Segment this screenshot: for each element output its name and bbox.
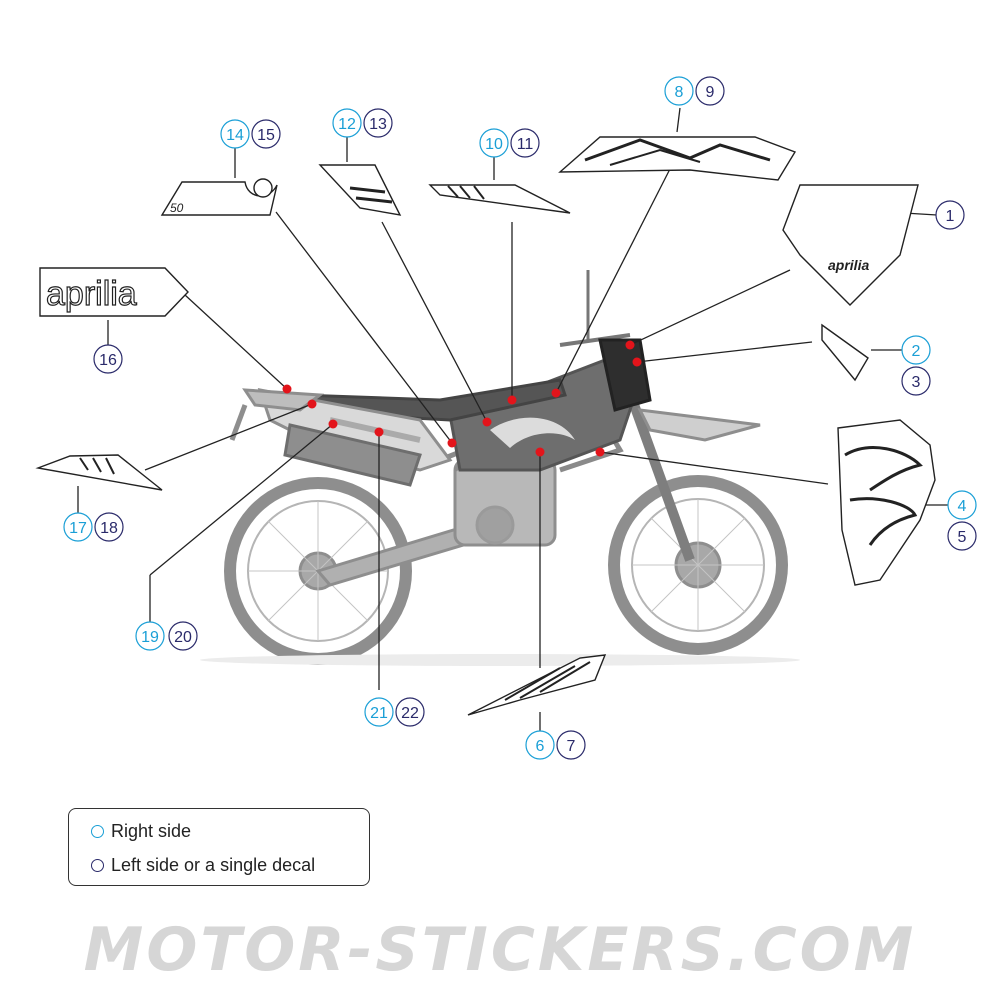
left-side-circle-icon [91, 859, 104, 872]
legend-right-label: Right side [111, 821, 192, 841]
callout-8-9: 8 9 [664, 76, 725, 106]
callout-3-left: 3 [912, 374, 921, 391]
callout-15-left: 15 [257, 127, 275, 144]
callout-21-22: 21 22 [364, 697, 425, 727]
brand-logo-text: aprilia [46, 275, 137, 313]
callout-11-left: 11 [517, 136, 534, 153]
rear-fender [242, 388, 325, 412]
decal-brand-logo: aprilia [39, 267, 189, 317]
marker-4 [595, 447, 605, 457]
side-plate-text: 50 [170, 201, 184, 215]
callout-19-right: 19 [141, 629, 159, 646]
front-plate-text: aprilia [828, 257, 869, 273]
legend-left-label: Left side or a single decal [111, 855, 316, 875]
headlight [598, 338, 652, 412]
marker-12 [482, 417, 492, 427]
decal-panel-stripe [318, 164, 402, 216]
marker-2 [632, 357, 642, 367]
watermark: MOTOR-STICKERS.COM [83, 915, 917, 985]
callout-22-left: 22 [401, 705, 419, 722]
callout-12-13: 12 13 [332, 108, 393, 138]
front-fender [637, 408, 761, 442]
legend-row-right: Right side [91, 821, 191, 842]
callout-5-left: 5 [958, 529, 967, 546]
callout-13-left: 13 [369, 116, 387, 133]
front-wheel [608, 475, 788, 655]
marker-1 [625, 340, 635, 350]
callout-9-left: 9 [706, 84, 715, 101]
callout-6-7: 6 7 [525, 730, 586, 760]
callout-12-right: 12 [338, 116, 356, 133]
callout-20-left: 20 [174, 629, 192, 646]
decal-headlight-triangle [821, 323, 869, 382]
legend-row-left: Left side or a single decal [91, 855, 315, 876]
callout-21-right: 21 [370, 705, 388, 722]
callout-1-left: 1 [946, 208, 955, 225]
callouts: 1 2 3 4 5 6 7 8 9 [63, 76, 977, 760]
callout-7-left: 7 [567, 738, 576, 755]
leader-lines [77, 107, 948, 734]
decal-front-plate: aprilia [782, 184, 919, 306]
callout-4-right: 4 [958, 498, 967, 515]
decal-tail-stripe [35, 454, 163, 491]
decal-tank-top [558, 136, 797, 181]
callout-16: 16 [93, 344, 123, 374]
callout-6-right: 6 [536, 738, 545, 755]
callout-10-11: 10 11 [479, 128, 540, 158]
marker-16 [282, 384, 292, 394]
decal-markers [282, 340, 642, 457]
exhaust [283, 423, 422, 487]
callout-17-right: 17 [69, 520, 87, 537]
marker-21 [374, 427, 384, 437]
callout-17-18: 17 18 [63, 512, 124, 542]
decal-shapes: aprilia [35, 136, 936, 716]
callout-14-15: 14 15 [220, 119, 281, 149]
marker-17 [307, 399, 317, 409]
marker-10 [507, 395, 517, 405]
callout-18-left: 18 [100, 520, 118, 537]
decal-radiator-shroud [837, 419, 936, 586]
decal-side-plate: 50 [160, 178, 278, 216]
callout-16-left: 16 [99, 352, 117, 369]
callout-8-right: 8 [675, 84, 684, 101]
marker-19 [328, 419, 338, 429]
decal-seat-stripe [428, 184, 571, 214]
callout-2-right: 2 [912, 343, 921, 360]
callout-14-right: 14 [226, 127, 244, 144]
legend: Right side Left side or a single decal [68, 808, 370, 886]
right-side-circle-icon [91, 825, 104, 838]
callout-4-5: 4 5 [947, 490, 977, 551]
callout-19-20: 19 20 [135, 621, 198, 651]
motorcycle-illustration [200, 270, 800, 666]
callout-10-right: 10 [485, 136, 503, 153]
callout-1: 1 [935, 200, 965, 230]
marker-14 [447, 438, 457, 448]
decal-frame-stripe [467, 654, 607, 716]
callout-2-3: 2 3 [901, 335, 931, 396]
marker-6 [535, 447, 545, 457]
marker-8 [551, 388, 561, 398]
